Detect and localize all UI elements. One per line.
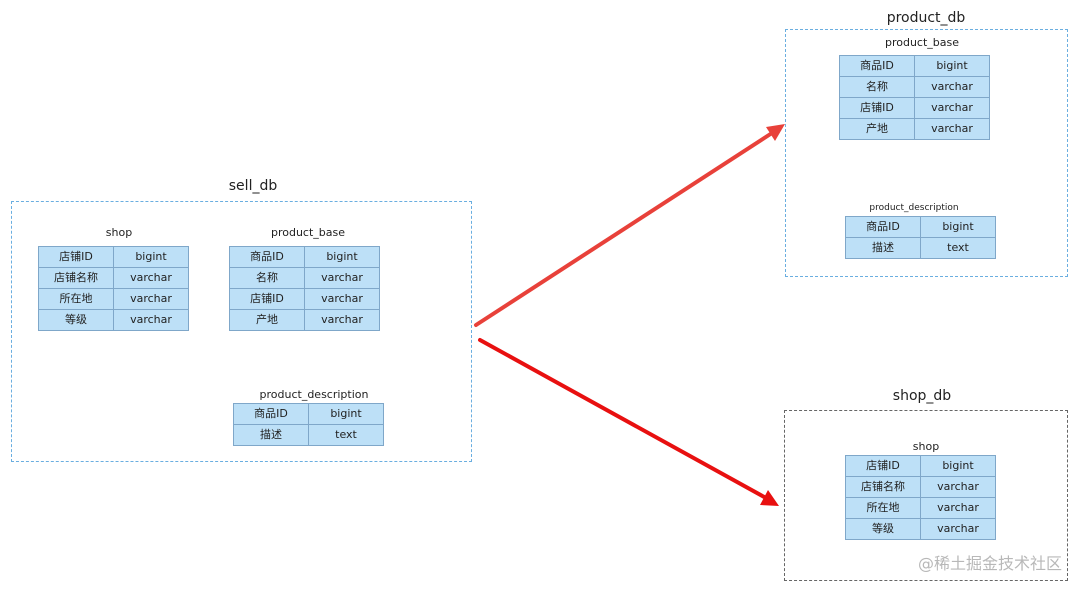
table-row: 等级 varchar	[845, 518, 996, 540]
column-type: bigint	[308, 403, 384, 425]
sell-shop-table: 店铺ID bigint 店铺名称 varchar 所在地 varchar 等级 …	[38, 246, 189, 331]
table-row: 描述 text	[845, 237, 996, 259]
column-type: varchar	[304, 309, 380, 331]
column-name: 商品ID	[845, 216, 921, 238]
table-row: 产地 varchar	[839, 118, 990, 140]
table-row: 产地 varchar	[229, 309, 380, 331]
watermark: @稀土掘金技术社区	[917, 554, 1062, 573]
product-db-container	[785, 29, 1068, 277]
table-row: 商品ID bigint	[845, 216, 996, 238]
arrow-to-shop-db	[478, 338, 768, 500]
table-row: 等级 varchar	[38, 309, 189, 331]
column-type: varchar	[113, 267, 189, 289]
column-type: varchar	[113, 309, 189, 331]
column-type: varchar	[914, 118, 990, 140]
shop-shop-table: 店铺ID bigint 店铺名称 varchar 所在地 varchar 等级 …	[845, 455, 996, 540]
shop-shop-title: shop	[912, 440, 940, 453]
column-type: text	[920, 237, 996, 259]
table-row: 店铺ID bigint	[38, 246, 189, 268]
product-product-base-title: product_base	[884, 36, 960, 49]
table-row: 店铺名称 varchar	[38, 267, 189, 289]
product-product-description-table: 商品ID bigint 描述 text	[845, 216, 996, 259]
column-name: 产地	[839, 118, 915, 140]
shop-db-title: shop_db	[892, 388, 952, 404]
product-db-title: product_db	[886, 10, 966, 26]
column-name: 产地	[229, 309, 305, 331]
column-name: 描述	[233, 424, 309, 446]
table-row: 名称 varchar	[839, 76, 990, 98]
column-name: 商品ID	[233, 403, 309, 425]
table-row: 商品ID bigint	[233, 403, 384, 425]
arrow-head-icon	[766, 124, 785, 141]
sell-product-description-title: product_description	[259, 388, 369, 401]
column-type: text	[308, 424, 384, 446]
sell-shop-title: shop	[105, 226, 133, 239]
column-name: 店铺ID	[229, 288, 305, 310]
column-name: 商品ID	[839, 55, 915, 77]
sell-product-base-table: 商品ID bigint 名称 varchar 店铺ID varchar 产地 v…	[229, 246, 380, 331]
column-type: bigint	[304, 246, 380, 268]
arrow-head-icon	[760, 490, 779, 506]
sell-db-title: sell_db	[228, 178, 278, 194]
column-name: 等级	[38, 309, 114, 331]
arrow-to-product-db	[474, 131, 774, 327]
table-row: 描述 text	[233, 424, 384, 446]
sell-product-description-table: 商品ID bigint 描述 text	[233, 403, 384, 446]
table-row: 店铺ID varchar	[229, 288, 380, 310]
sell-db-container	[11, 201, 472, 462]
product-product-description-title: product_description	[869, 203, 959, 213]
product-product-base-table: 商品ID bigint 名称 varchar 店铺ID varchar 产地 v…	[839, 55, 990, 140]
sell-product-base-title: product_base	[270, 226, 346, 239]
column-type: varchar	[304, 267, 380, 289]
shop-db-container	[784, 410, 1068, 581]
column-type: varchar	[920, 518, 996, 540]
column-type: bigint	[920, 216, 996, 238]
table-row: 所在地 varchar	[38, 288, 189, 310]
column-type: varchar	[920, 476, 996, 498]
column-type: varchar	[113, 288, 189, 310]
